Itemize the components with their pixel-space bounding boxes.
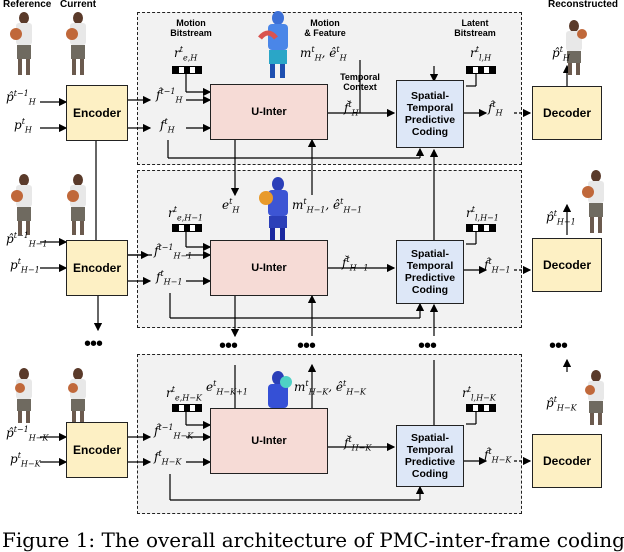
feat-hat-label: f̂tH−1 <box>484 257 511 275</box>
bitstream-icon <box>466 66 496 74</box>
current-header: Current <box>60 0 97 10</box>
motion-input-label: etH−K+1 <box>206 379 248 397</box>
temporal-context-label: Temporal Context <box>340 72 380 92</box>
reconstructed-header: Reconstructed <box>548 0 619 10</box>
ellipsis-dots: ••• <box>219 335 238 357</box>
uinter-block-row2: U-Inter <box>210 240 328 296</box>
ellipsis-dots: ••• <box>297 335 316 357</box>
temporal-context-label-math: f̌tH−K <box>344 435 372 453</box>
input-prev-label: p̂t−1H−1 <box>6 231 48 249</box>
feat-hat-label: f̂tH <box>488 100 503 118</box>
latent-rate-label: rtl,H <box>470 45 492 63</box>
reference-header: Reference <box>3 0 52 10</box>
encoder-block-row2: Encoder <box>66 240 128 296</box>
output-label: p̂tH−1 <box>546 209 576 227</box>
input-prev-label: p̂t−1H <box>6 89 36 107</box>
motion-feature-math: mtH−1, êtH−1 <box>292 197 363 215</box>
encoder-block-row1: Encoder <box>66 85 128 141</box>
stpc-block-row2: Spatial- Temporal Predictive Coding <box>396 240 464 304</box>
latent-rate-label: rtl,H−1 <box>466 205 499 223</box>
feat-hat-label: f̂tH−K <box>484 447 512 465</box>
motion-feature-math: mtH−K, êtH−K <box>294 379 366 397</box>
feat-cur-label: ftH <box>160 117 175 135</box>
feat-prev-label: f̂t−1H <box>156 87 183 105</box>
bitstream-icon <box>172 404 202 412</box>
output-label: p̂tH <box>552 45 570 63</box>
ellipsis-dots: ••• <box>418 335 437 357</box>
temporal-context-label-math: f̌tH <box>344 100 359 118</box>
uinter-block-row3: U-Inter <box>210 408 328 474</box>
bitstream-icon <box>466 224 496 232</box>
feat-cur-label: ftH−K <box>154 449 182 467</box>
feat-prev-label: f̂t−1H−1 <box>154 243 193 261</box>
feat-cur-label: ftH−1 <box>156 269 183 287</box>
input-cur-label: ptH <box>14 117 32 135</box>
motion-bitstream-label: Motion Bitstream <box>170 18 212 38</box>
input-cur-label: ptH−K <box>10 451 41 469</box>
input-prev-label: p̂t−1H−K <box>6 425 49 443</box>
feat-prev-label: f̂t−1H−K <box>154 423 194 441</box>
latent-bitstream-label: Latent Bitstream <box>454 18 496 38</box>
encoder-block-row3: Encoder <box>66 422 128 478</box>
motion-rate-label: rte,H−K <box>166 385 202 403</box>
latent-rate-label: rtl,H−K <box>462 385 496 403</box>
ellipsis-dots: ••• <box>84 333 103 355</box>
decoder-block-row1: Decoder <box>532 86 602 140</box>
bitstream-icon <box>172 66 202 74</box>
decoder-block-row3: Decoder <box>532 434 602 488</box>
motion-feature-math: mtH, êtH <box>300 45 347 63</box>
stpc-block-row3: Spatial- Temporal Predictive Coding <box>396 425 464 487</box>
motion-rate-label: rte,H <box>174 45 198 63</box>
temporal-context-label-math: f̌tH−1 <box>342 255 369 273</box>
motion-rate-label: rte,H−1 <box>168 205 204 223</box>
input-cur-label: ptH−1 <box>10 257 40 275</box>
ellipsis-dots: ••• <box>549 335 568 357</box>
stpc-block-row1: Spatial- Temporal Predictive Coding <box>396 80 464 148</box>
motion-input-label: etH <box>222 197 240 215</box>
bitstream-icon <box>466 404 496 412</box>
uinter-block-row1: U-Inter <box>210 84 328 140</box>
output-label: p̂tH−K <box>546 395 577 413</box>
figure-caption: Figure 1: The overall architecture of PM… <box>2 528 624 552</box>
motion-feature-label: Motion & Feature <box>304 18 346 38</box>
decoder-block-row2: Decoder <box>532 238 602 292</box>
bitstream-icon <box>172 224 202 232</box>
